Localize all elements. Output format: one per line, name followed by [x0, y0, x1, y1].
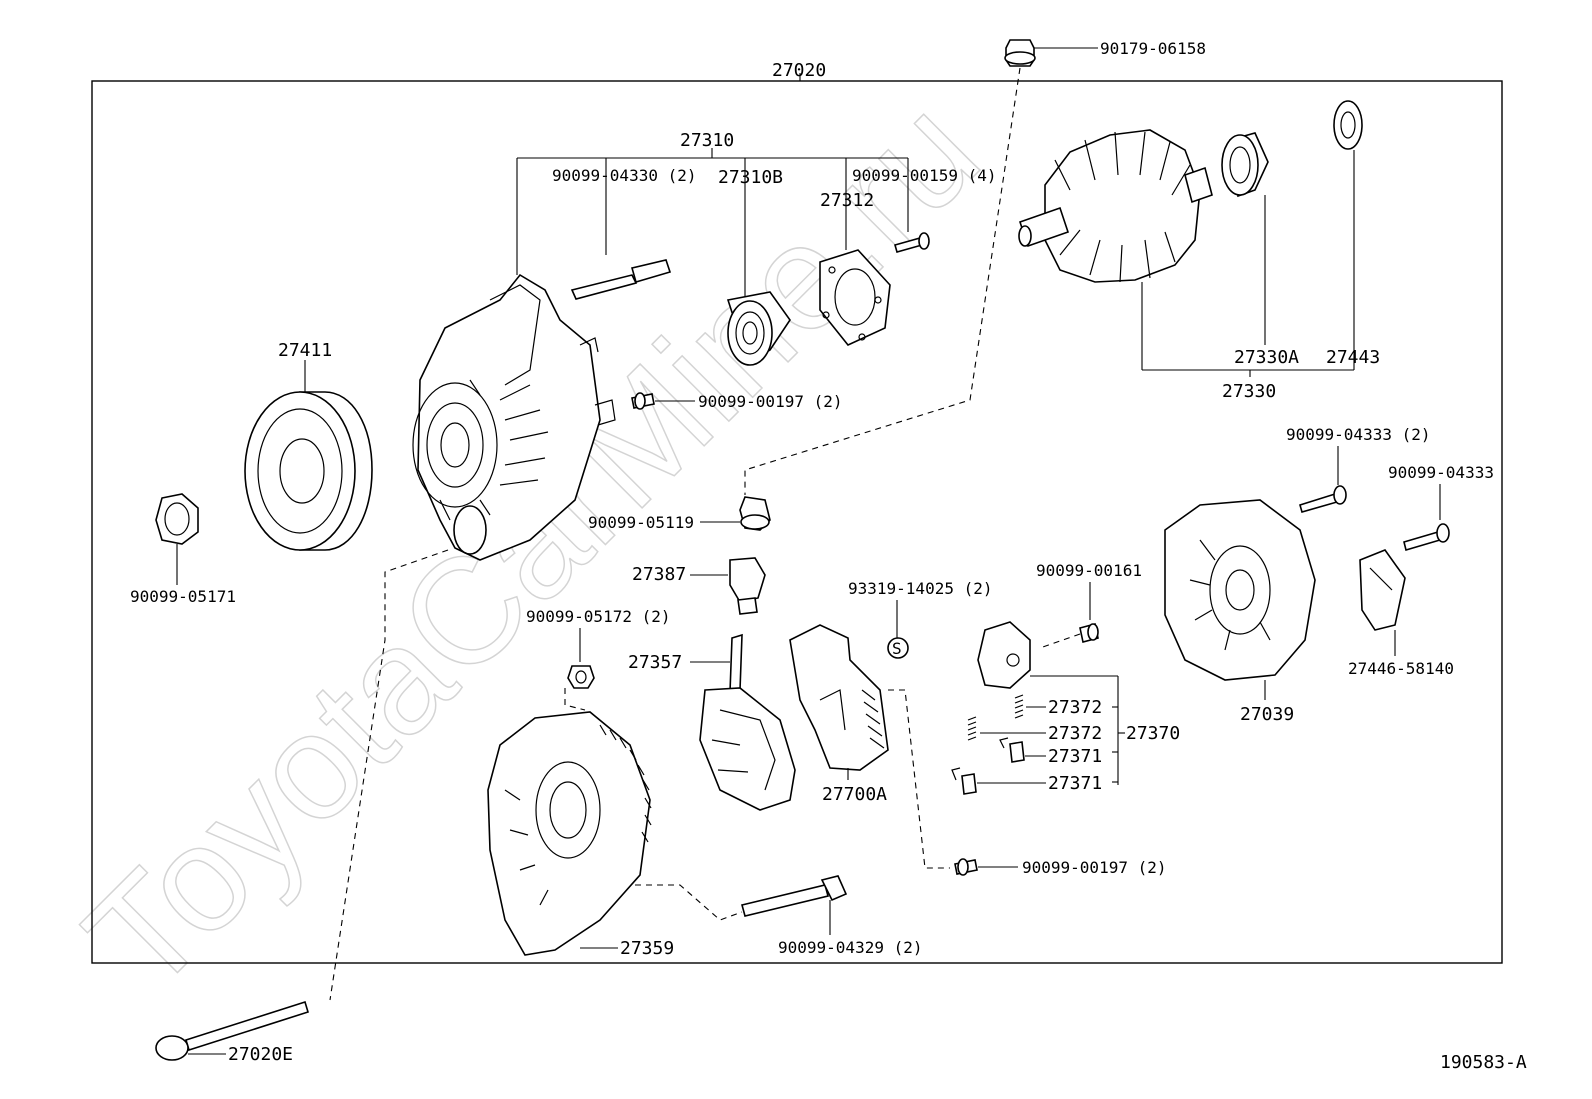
label-90099-05172[interactable]: 90099-05172 (2) [526, 607, 671, 626]
through-bolt-27020E[interactable] [155, 1000, 309, 1061]
label-27359[interactable]: 27359 [620, 938, 674, 959]
label-93319-14025[interactable]: 93319-14025 (2) [848, 579, 993, 598]
label-90099-00197-lower[interactable]: 90099-00197 (2) [1022, 858, 1167, 877]
label-27357[interactable]: 27357 [628, 652, 682, 673]
terminal-insulator-27446-58140[interactable] [1359, 549, 1406, 656]
label-27312[interactable]: 27312 [820, 190, 874, 211]
label-27387[interactable]: 27387 [632, 564, 686, 585]
assembly-boundary [91, 80, 1503, 964]
screw-90099-00197-lower[interactable] [954, 858, 1018, 876]
bracket-27310 [516, 148, 909, 300]
label-27372-lower[interactable]: 27372 [1048, 723, 1102, 744]
label-27411[interactable]: 27411 [278, 340, 332, 361]
nut-90099-05171[interactable] [155, 493, 199, 585]
label-90099-04333[interactable]: 90099-04333 [1388, 463, 1494, 482]
nut-90099-05119[interactable] [700, 496, 771, 531]
rectifier-27357[interactable] [690, 633, 796, 811]
stud-bolt-90099-04330[interactable] [570, 259, 672, 300]
spring-27372-upper[interactable] [1014, 694, 1046, 719]
screw-90099-00159[interactable] [894, 232, 930, 253]
label-90099-00159[interactable]: 90099-00159 (4) [852, 166, 997, 185]
label-27020[interactable]: 27020 [772, 60, 826, 81]
brush-holder-27370[interactable] [977, 621, 1031, 689]
label-90179-06158[interactable]: 90179-06158 [1100, 39, 1206, 58]
washer-27443[interactable] [1333, 100, 1363, 150]
brush-27371-upper[interactable] [999, 737, 1046, 763]
retainer-plate-27312[interactable] [819, 249, 891, 346]
label-27039[interactable]: 27039 [1240, 704, 1294, 725]
nut-90099-05172[interactable] [567, 628, 595, 689]
rectifier-end-frame-27359[interactable] [487, 711, 652, 956]
label-90099-04330[interactable]: 90099-04330 (2) [552, 166, 697, 185]
screw-90099-00161[interactable] [1079, 582, 1099, 643]
label-90099-00197-upper[interactable]: 90099-00197 (2) [698, 392, 843, 411]
pulley-27411[interactable] [244, 360, 373, 551]
bracket-27370 [1030, 675, 1125, 785]
bearing-27330[interactable] [1221, 132, 1269, 198]
label-27443[interactable]: 27443 [1326, 347, 1380, 368]
bolt-90099-04329[interactable] [741, 875, 848, 935]
terminal-27387[interactable] [690, 557, 766, 615]
brush-27371-lower[interactable] [951, 767, 1046, 795]
bearing-27310B[interactable] [726, 291, 791, 366]
label-90099-05171[interactable]: 90099-05171 [130, 587, 236, 606]
label-27020E[interactable]: 27020E [228, 1044, 293, 1065]
nut-90179-06158[interactable] [1004, 39, 1098, 67]
label-90099-05119[interactable]: 90099-05119 [588, 513, 694, 532]
bolt-90099-04333[interactable] [1403, 484, 1450, 552]
label-27310B[interactable]: 27310B [718, 167, 783, 188]
s-mark-text: S [892, 639, 902, 658]
label-27330A[interactable]: 27330A [1234, 347, 1299, 368]
diagram-id: 190583-A [1440, 1052, 1527, 1073]
s-mark-badge: S [887, 637, 909, 659]
bolt-90099-04333-2[interactable] [1299, 446, 1347, 513]
label-27310[interactable]: 27310 [680, 130, 734, 151]
label-27446-58140[interactable]: 27446-58140 [1348, 659, 1454, 678]
label-90099-04333-2[interactable]: 90099-04333 (2) [1286, 425, 1431, 444]
bracket-27330 [1141, 150, 1355, 377]
screw-90099-00197-upper[interactable] [631, 392, 695, 410]
label-27371-lower[interactable]: 27371 [1048, 773, 1102, 794]
label-90099-00161[interactable]: 90099-00161 [1036, 561, 1142, 580]
label-27700A[interactable]: 27700A [822, 784, 887, 805]
label-90099-04329[interactable]: 90099-04329 (2) [778, 938, 923, 957]
rear-end-cover-27039[interactable] [1164, 499, 1316, 700]
spring-27372-lower[interactable] [967, 716, 1046, 741]
rotor-27330A[interactable] [1018, 129, 1213, 283]
drive-end-frame-27310[interactable] [412, 273, 616, 561]
label-27370[interactable]: 27370 [1126, 723, 1180, 744]
label-27372-upper[interactable]: 27372 [1048, 697, 1102, 718]
regulator-27700A[interactable] [789, 624, 889, 780]
label-27371-upper[interactable]: 27371 [1048, 746, 1102, 767]
label-27330[interactable]: 27330 [1222, 381, 1276, 402]
